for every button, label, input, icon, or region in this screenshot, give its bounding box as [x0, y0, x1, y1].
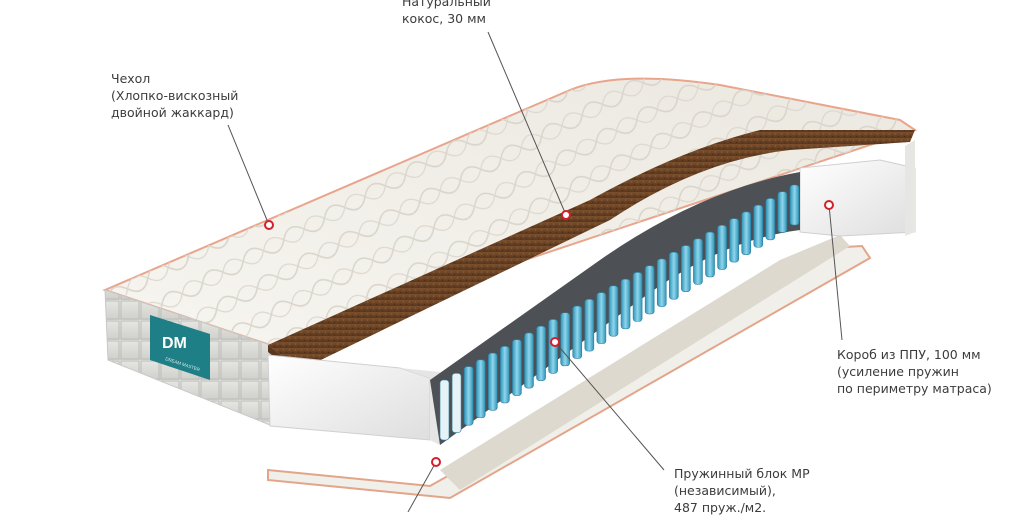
spring-coil [512, 339, 522, 396]
callout-markers [264, 200, 834, 467]
label-cover: Чехол (Хлопко-вискозный двойной жаккард) [111, 70, 238, 121]
spring-coil [620, 278, 631, 330]
marker-foam[interactable] [824, 200, 834, 210]
leader-springs [554, 341, 665, 471]
spring-coil [451, 372, 462, 433]
leader-base [407, 461, 437, 512]
leader-lines [227, 31, 843, 512]
leader-coconut [487, 31, 567, 216]
foam-block-back [799, 140, 916, 237]
marker-coconut[interactable] [561, 210, 571, 220]
label-coconut-line-1: Натуральный [402, 0, 491, 9]
spring-block [430, 172, 800, 445]
leader-cover [227, 124, 270, 226]
spring-coil [753, 204, 764, 248]
label-springs-line-1: Пружинный блок МР [674, 466, 810, 481]
label-foam-line-2: (усиление пружин [837, 364, 959, 379]
label-foam-line-1: Короб из ППУ, 100 мм [837, 347, 981, 362]
spring-coil [656, 258, 667, 307]
spring-coil [705, 231, 715, 278]
logo-badge [150, 315, 210, 380]
label-cover-line-3: двойной жаккард) [111, 105, 234, 120]
logo-mark: DM [162, 335, 187, 352]
label-cover-line-1: Чехол [111, 71, 151, 86]
spring-coil [463, 366, 474, 426]
spring-coil [536, 325, 546, 381]
spring-coil [572, 305, 583, 359]
label-foam-line-3: по периметру матраса) [837, 381, 992, 396]
spring-coil [475, 359, 486, 419]
spring-coil [644, 265, 655, 315]
spring-coil [439, 379, 450, 441]
spring-coil [500, 346, 510, 404]
label-foam: Короб из ППУ, 100 мм (усиление пружин по… [837, 346, 992, 397]
marker-base[interactable] [431, 457, 441, 467]
marker-cover[interactable] [264, 220, 274, 230]
spring-coil [681, 245, 691, 293]
spring-coil [765, 198, 776, 241]
spring-coil [777, 191, 788, 233]
label-springs-line-3: 487 пруж./м2. [674, 500, 767, 515]
spring-coil [789, 184, 800, 226]
spring-coil [717, 225, 727, 270]
label-coconut-line-2: кокос, 30 мм [402, 11, 486, 26]
spring-coil [632, 272, 643, 322]
spring-coil [560, 312, 570, 367]
label-cover-line-2: (Хлопко-вискозный [111, 88, 239, 103]
label-springs: Пружинный блок МР (независимый), 487 пру… [674, 465, 810, 516]
spring-coil [669, 251, 679, 300]
marker-springs[interactable] [550, 337, 560, 347]
spring-coil [741, 211, 752, 255]
spring-coil [729, 218, 739, 263]
leader-foam [828, 204, 843, 341]
spring-coil [608, 285, 619, 337]
label-coconut: Натуральный кокос, 30 мм [402, 0, 491, 27]
spring-coil [596, 292, 607, 344]
spring-coil [487, 352, 498, 411]
foam-block-front [267, 354, 440, 445]
spring-coil [584, 299, 595, 352]
spring-coil [693, 238, 703, 285]
label-springs-line-2: (независимый), [674, 483, 776, 498]
base-layer [267, 235, 872, 500]
spring-coil [524, 332, 534, 389]
